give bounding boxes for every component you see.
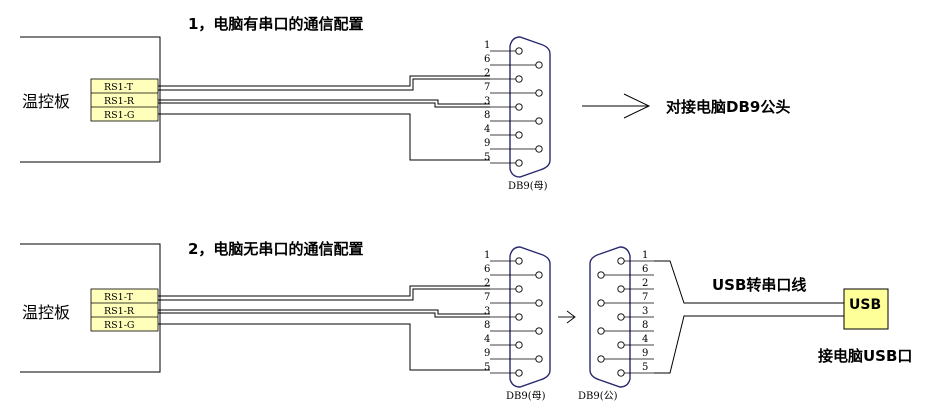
- db9-1-pin-8: [535, 117, 543, 125]
- target-label-1: 对接电脑DB9公头: [666, 98, 790, 116]
- db9-2f-pin-label: 2: [484, 278, 490, 289]
- terminal-2-r: RS1-R: [104, 306, 135, 317]
- section-1: 1，电脑有串口的通信配置 温控板 RS1-T RS1-R RS1-G: [20, 15, 790, 192]
- terminal-1-r: RS1-R: [104, 96, 135, 107]
- arrow-2: [558, 310, 576, 324]
- db9-female-connector-1: 1 6 2 7 3 8 4 9 5 DB9(母): [484, 36, 551, 192]
- db9-2f-pin-label: 3: [484, 306, 490, 317]
- db9-2m-pin-1: [617, 257, 625, 265]
- db9-2f-pin-label: 8: [484, 320, 490, 331]
- db9-2f-pin-label: 1: [484, 250, 490, 261]
- db9-1-pin-5: [515, 159, 523, 167]
- db9-2m-pin-6: [597, 271, 605, 279]
- db9-2m-pin-8: [597, 327, 605, 335]
- section-2-title: 2，电脑无串口的通信配置: [188, 240, 363, 258]
- db9-male-connector-2: 1 6 2 7 3 8 4 9 5 DB9(公): [578, 246, 654, 402]
- db9-2f-pin-9: [535, 355, 543, 363]
- db9-2f-pin-3: [515, 313, 523, 321]
- board-2-outline: [20, 243, 161, 373]
- terminal-2-t: RS1-T: [104, 292, 134, 303]
- usb-caption: 接电脑USB口: [818, 347, 912, 365]
- db9-2m-pin-label: 6: [642, 264, 648, 275]
- db9-2m-pin-3: [617, 313, 625, 321]
- db9-female-connector-2: 1 6 2 7 3 8 4 9 5 DB9(母): [484, 246, 551, 402]
- db9-2m-pin-label: 3: [642, 306, 648, 317]
- db9-2f-pin-label: 4: [484, 334, 490, 345]
- db9-1-pin-label: 5: [484, 152, 490, 163]
- db9-2m-pin-7: [597, 299, 605, 307]
- db9-1-pin-3: [515, 103, 523, 111]
- db9-1-pin-label: 7: [484, 82, 490, 93]
- section-1-title: 1，电脑有串口的通信配置: [188, 15, 363, 33]
- cable-label: USB转串口线: [712, 276, 806, 294]
- db9-2f-label: DB9(母): [506, 390, 546, 402]
- db9-2f-pin-5: [515, 369, 523, 377]
- db9-2m-pin-label: 2: [642, 278, 648, 289]
- db9-2m-pin-9: [597, 355, 605, 363]
- db9-2m-pin-5: [617, 369, 625, 377]
- db9-2f-pin-2: [515, 285, 523, 293]
- db9-2f-pin-label: 7: [484, 292, 490, 303]
- db9-1-pin-6: [535, 61, 543, 69]
- db9-2f-pin-6: [535, 271, 543, 279]
- db9-2f-pin-label: 9: [484, 348, 490, 359]
- wires-2: [158, 285, 490, 371]
- db9-2m-pin-label: 8: [642, 320, 648, 331]
- db9-2f-pin-8: [535, 327, 543, 335]
- db9-1-pin-label: 6: [484, 54, 490, 65]
- db9-1-pin-7: [535, 89, 543, 97]
- db9-1-label: DB9(母): [508, 180, 548, 192]
- db9-1-pin-2: [515, 75, 523, 83]
- db9-1-pin-label: 8: [484, 110, 490, 121]
- arrow-1: [582, 93, 651, 119]
- db9-2f-pin-label: 5: [484, 362, 490, 373]
- db9-2f-pin-label: 6: [484, 264, 490, 275]
- terminal-1-g: RS1-G: [104, 110, 135, 121]
- usb-plug: USB: [843, 288, 889, 330]
- usb-box-label: USB: [849, 297, 881, 313]
- db9-2m-pin-label: 4: [642, 334, 648, 345]
- db9-1-pin-4: [515, 131, 523, 139]
- db9-2m-pin-4: [617, 341, 625, 349]
- db9-2f-pin-1: [515, 257, 523, 265]
- board-2-label: 温控板: [22, 303, 70, 322]
- section-2: 2，电脑无串口的通信配置 温控板 RS1-T RS1-R RS1-G: [20, 240, 912, 402]
- board-1-label: 温控板: [22, 92, 70, 111]
- db9-2m-label: DB9(公): [578, 391, 618, 402]
- db9-1-pin-1: [515, 47, 523, 55]
- db9-1-pin-label: 2: [484, 68, 490, 79]
- db9-1-pin-label: 9: [484, 138, 490, 149]
- db9-1-pin-9: [535, 145, 543, 153]
- db9-1-pin-label: 1: [484, 40, 490, 51]
- db9-2m-pin-label: 9: [642, 348, 648, 359]
- db9-2f-pin-4: [515, 341, 523, 349]
- db9-2m-pin-label: 7: [642, 292, 648, 303]
- db9-2m-pin-label: 5: [642, 362, 648, 373]
- terminal-block-1: RS1-T RS1-R RS1-G: [90, 78, 159, 122]
- wires-1: [158, 75, 490, 161]
- usb-cable: [654, 260, 844, 374]
- db9-2f-pin-7: [535, 299, 543, 307]
- db9-1-pin-label: 3: [484, 96, 490, 107]
- db9-2m-pin-label: 1: [642, 250, 648, 261]
- db9-2m-pin-2: [617, 285, 625, 293]
- terminal-2-g: RS1-G: [104, 320, 135, 331]
- db9-1-pin-label: 4: [484, 124, 490, 135]
- terminal-1-t: RS1-T: [104, 82, 134, 93]
- terminal-block-2: RS1-T RS1-R RS1-G: [90, 288, 159, 332]
